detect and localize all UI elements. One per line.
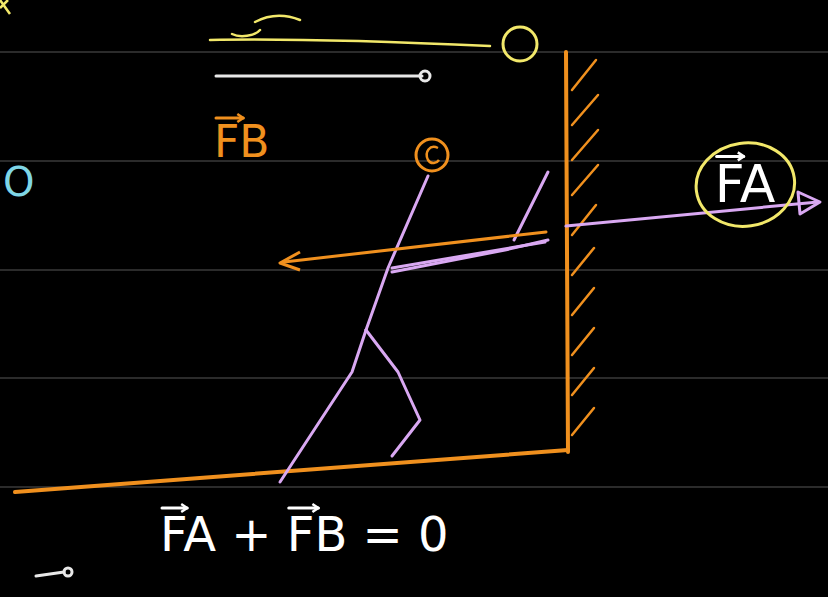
- stick-figure: [280, 172, 548, 482]
- equation: FA + FB = 0: [160, 508, 449, 561]
- circled-vector-label: FA: [693, 140, 798, 229]
- vector-label: FB: [214, 118, 270, 166]
- floor: [15, 450, 568, 492]
- wall: [566, 52, 598, 452]
- letter-label: O: [3, 160, 34, 204]
- ruled-lines: [0, 52, 828, 487]
- head: [416, 139, 448, 171]
- vector-overbars: [162, 114, 744, 512]
- force-arrow-person: [280, 232, 546, 270]
- vector-label: FA: [715, 156, 776, 213]
- scribble: [232, 16, 300, 36]
- circle-sketch: [503, 27, 537, 61]
- vector-arrow: [216, 71, 430, 81]
- underline: [210, 39, 490, 46]
- small-arrow: [36, 568, 72, 576]
- scribble: [0, 0, 10, 14]
